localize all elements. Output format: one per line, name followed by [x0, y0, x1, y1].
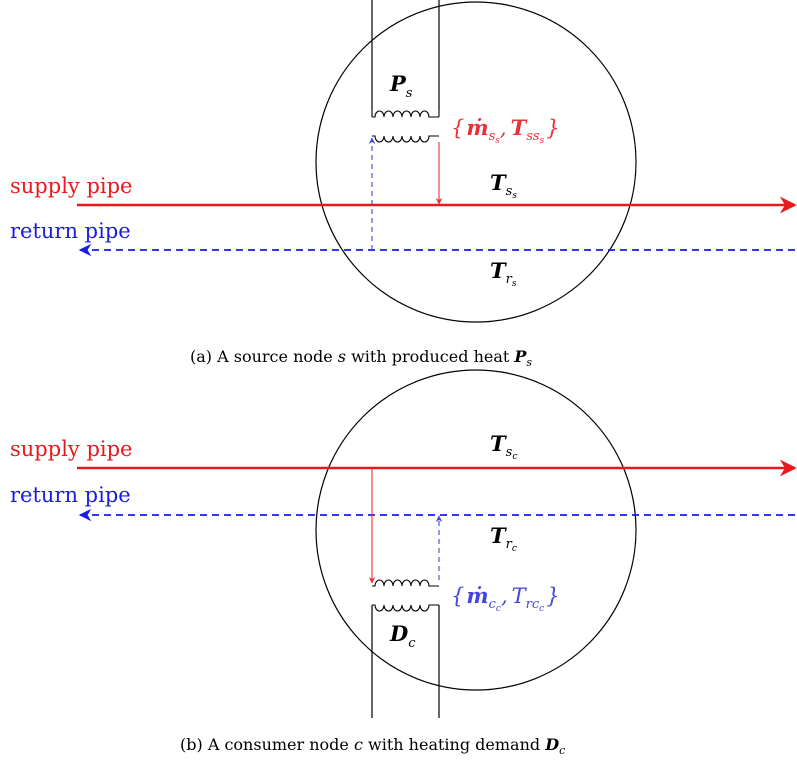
consumer-return-label: return pipe [10, 483, 131, 507]
source-supply-label: supply pipe [10, 174, 132, 198]
source-return-label: return pipe [10, 219, 131, 243]
source-supply-temperature: Tss [490, 170, 517, 201]
source-flow-set: {ṁss,Tsss} [451, 115, 560, 146]
source-return-temperature: Trs [490, 258, 517, 289]
consumer-node-circle [315, 369, 637, 691]
panel-a-source-node: supply pipe return pipe Ps {ṁss,Tsss} Ts… [10, 0, 797, 369]
caption-a: (a) A source node s with produced heat P… [190, 347, 532, 369]
caption-b: (b) A consumer node c with heating deman… [180, 735, 565, 757]
source-node-circle [315, 1, 637, 323]
source-heat-exchanger-coil [371, 110, 440, 143]
consumer-flow-set: {ṁcc,Trcc} [451, 583, 560, 614]
consumer-supply-temperature: Tsc [490, 431, 517, 462]
panel-b-consumer-node: supply pipe return pipe Tsc Trc {ṁcc,Trc… [10, 369, 797, 757]
consumer-supply-label: supply pipe [10, 437, 132, 461]
source-power-symbol: Ps [389, 71, 413, 101]
consumer-return-temperature: Trc [490, 523, 517, 554]
consumer-demand-symbol: Dc [389, 621, 416, 651]
consumer-heat-exchanger-coil [372, 579, 439, 612]
